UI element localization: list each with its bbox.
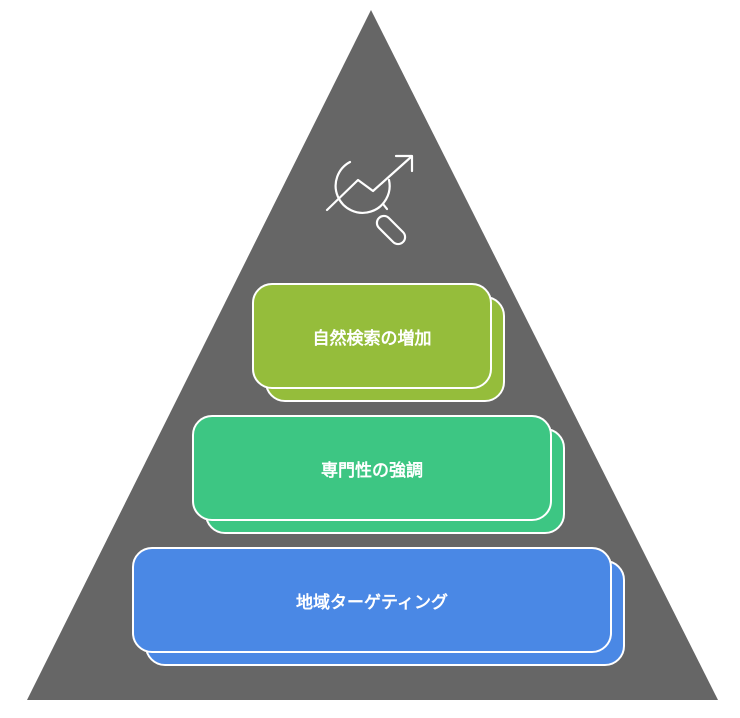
level-2-box: 専門性の強調 — [192, 415, 552, 521]
level-1-box: 自然検索の増加 — [252, 283, 492, 389]
level-1-label: 自然検索の増加 — [312, 328, 432, 349]
level-2-label: 専門性の強調 — [321, 460, 423, 481]
search-trend-icon — [325, 154, 414, 246]
level-3-label: 地域ターゲティング — [296, 592, 448, 613]
level-3-box: 地域ターゲティング — [132, 547, 612, 653]
